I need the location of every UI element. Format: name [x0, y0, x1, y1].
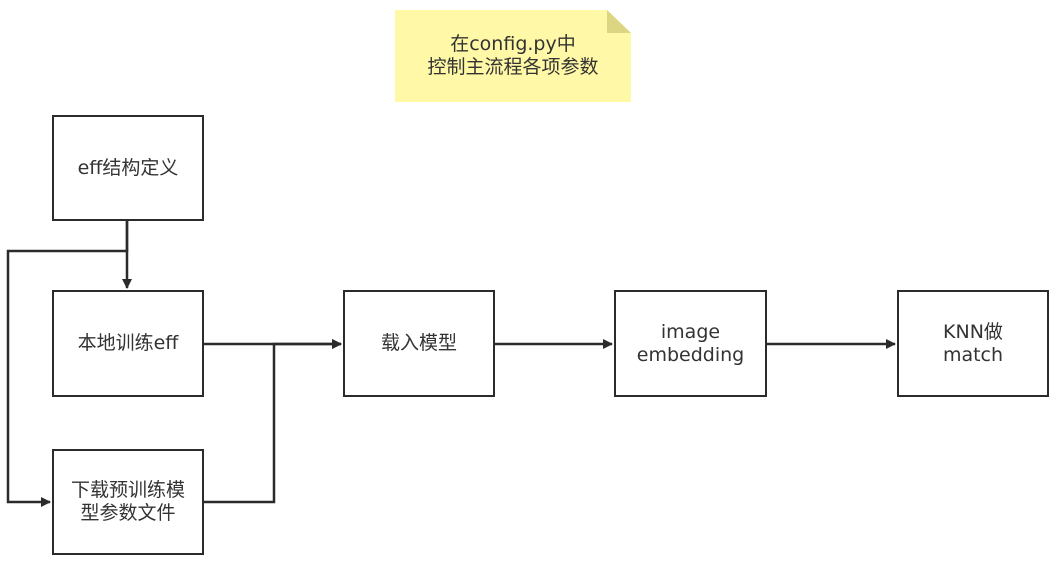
node-image-embedding-label: image embedding — [636, 320, 745, 366]
node-local-training-label: 本地训练eff — [77, 332, 179, 354]
node-local-training: 本地训练eff — [52, 290, 204, 397]
node-load-model: 载入模型 — [343, 290, 495, 397]
node-download-pretrained-label: 下载预训练模 型参数文件 — [70, 479, 185, 524]
node-eff-structure-label: eff结构定义 — [77, 156, 179, 179]
node-knn-match: KNN做 match — [897, 290, 1049, 397]
config-note-shape — [395, 10, 631, 102]
config-note: 在config.py中 控制主流程各项参数 — [395, 10, 631, 102]
node-load-model-label: 载入模型 — [380, 332, 457, 354]
edge-download-pretrained-to-load-model — [204, 339, 342, 504]
config-note-text: 在config.py中 控制主流程各项参数 — [427, 33, 599, 78]
node-knn-match-label: KNN做 match — [942, 320, 1004, 366]
node-download-pretrained: 下载预训练模 型参数文件 — [52, 449, 204, 555]
node-image-embedding: image embedding — [614, 290, 767, 397]
edge-eff-structure-to-download-pretrained — [6, 221, 129, 507]
node-eff-structure: eff结构定义 — [52, 115, 204, 221]
